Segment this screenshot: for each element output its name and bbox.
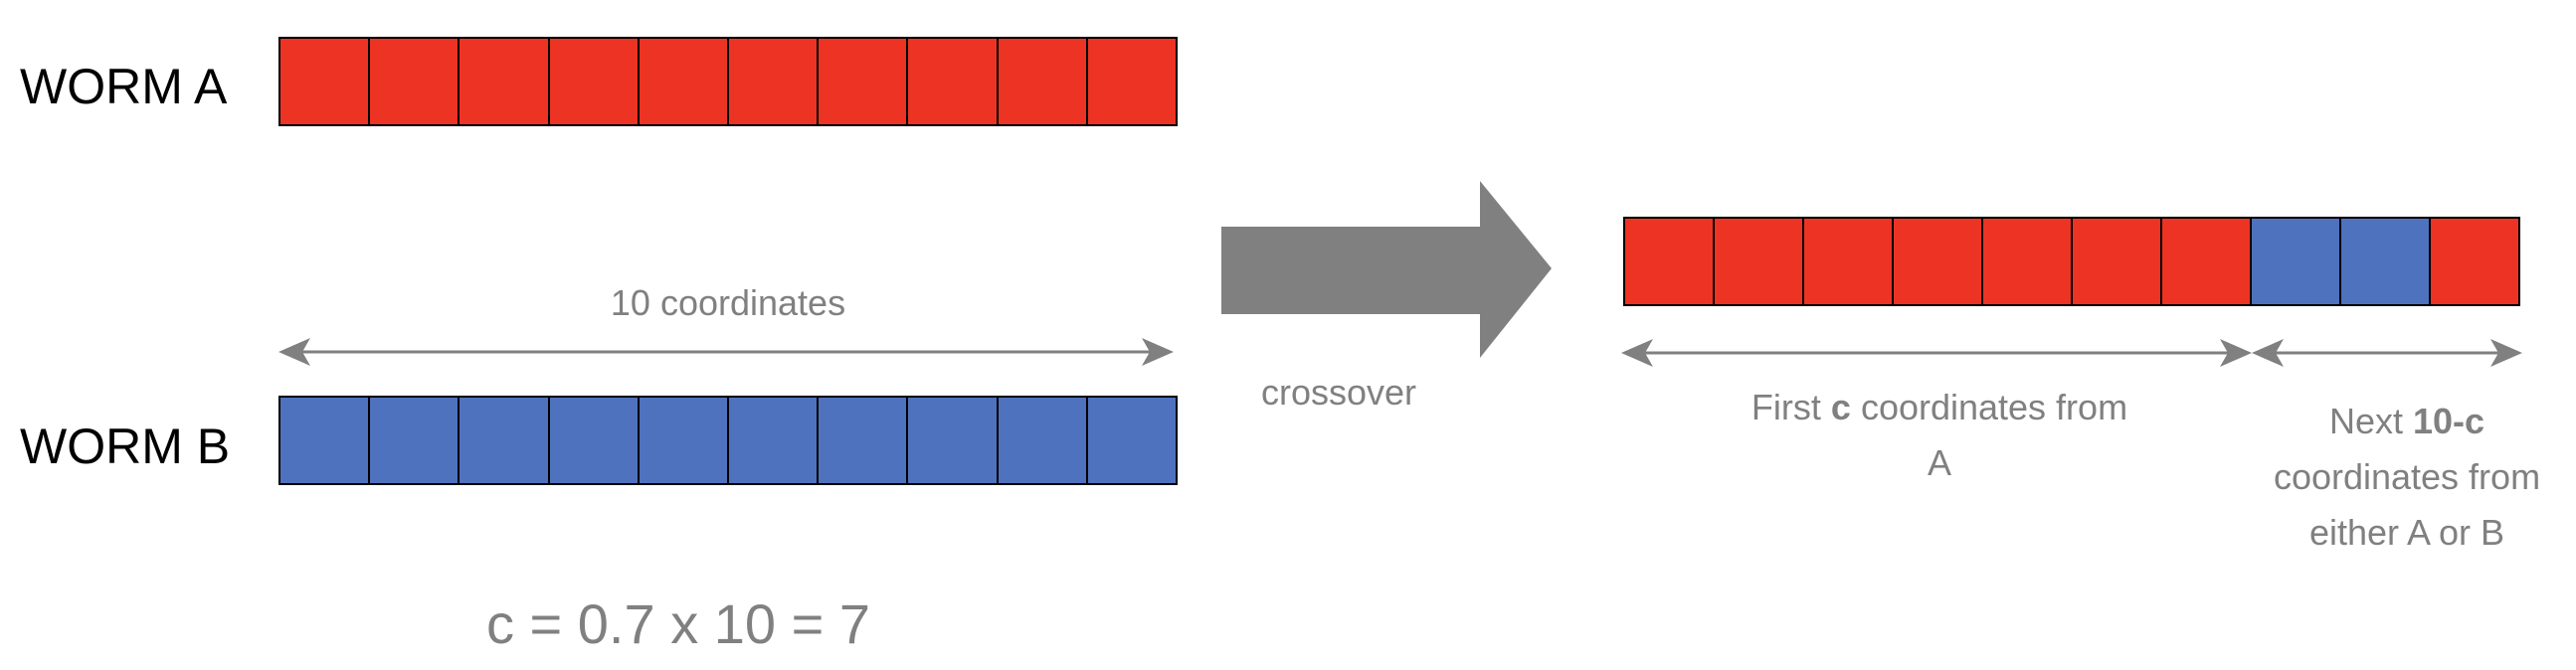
offspring-gene-8 xyxy=(2252,219,2341,304)
crossover-label: crossover xyxy=(1261,372,1417,413)
offspring-gene-6 xyxy=(2073,219,2162,304)
offspring-genome xyxy=(1623,217,2520,306)
worm-b-gene-1 xyxy=(280,398,371,483)
worm-a-gene-5 xyxy=(639,39,730,124)
crossover-arrow xyxy=(1221,181,1552,358)
worm-b-gene-4 xyxy=(549,398,640,483)
caption-first-line2: A xyxy=(1927,441,1951,483)
offspring-gene-1 xyxy=(1625,219,1715,304)
formula: c = 0.7 x 10 = 7 xyxy=(485,592,871,655)
offspring-gene-3 xyxy=(1804,219,1894,304)
worm-a-gene-9 xyxy=(998,39,1088,124)
caption-first-line1: First c coordinates from xyxy=(1750,387,2128,427)
worm-a-label: WORM A xyxy=(20,59,228,114)
caption-first-c: First c coordinates from A xyxy=(1641,380,2238,491)
worm-b-gene-8 xyxy=(908,398,999,483)
worm-a-gene-3 xyxy=(460,39,550,124)
next-10-c-double-arrow xyxy=(2252,339,2522,367)
length-double-arrow xyxy=(278,338,1174,366)
offspring-gene-7 xyxy=(2162,219,2252,304)
caption-next-line2: coordinates from xyxy=(2273,455,2541,497)
worm-a-gene-8 xyxy=(908,39,999,124)
worm-b-gene-7 xyxy=(819,398,909,483)
worm-b-label: WORM B xyxy=(20,419,231,474)
worm-b-genome xyxy=(278,396,1178,485)
worm-a-gene-2 xyxy=(370,39,460,124)
caption-next-10-c: Next 10-c coordinates from either A or B xyxy=(2238,394,2576,560)
length-label: 10 coordinates xyxy=(610,282,846,323)
offspring-gene-4 xyxy=(1894,219,1983,304)
worm-a-gene-6 xyxy=(729,39,820,124)
worm-b-gene-2 xyxy=(370,398,460,483)
offspring-gene-2 xyxy=(1715,219,1804,304)
worm-b-gene-9 xyxy=(998,398,1088,483)
worm-a-gene-1 xyxy=(280,39,371,124)
caption-next-line1: Next 10-c xyxy=(2328,401,2485,441)
worm-b-gene-5 xyxy=(639,398,730,483)
worm-a-gene-7 xyxy=(819,39,909,124)
caption-next-line3: either A or B xyxy=(2308,511,2505,553)
worm-a-gene-10 xyxy=(1087,39,1177,124)
offspring-gene-10 xyxy=(2431,219,2518,304)
offspring-gene-9 xyxy=(2341,219,2431,304)
worm-b-gene-3 xyxy=(460,398,550,483)
worm-a-genome xyxy=(278,37,1178,126)
offspring-gene-5 xyxy=(1983,219,2073,304)
first-c-double-arrow xyxy=(1621,339,2252,367)
worm-a-gene-4 xyxy=(549,39,640,124)
worm-b-gene-6 xyxy=(729,398,820,483)
worm-b-gene-10 xyxy=(1087,398,1177,483)
